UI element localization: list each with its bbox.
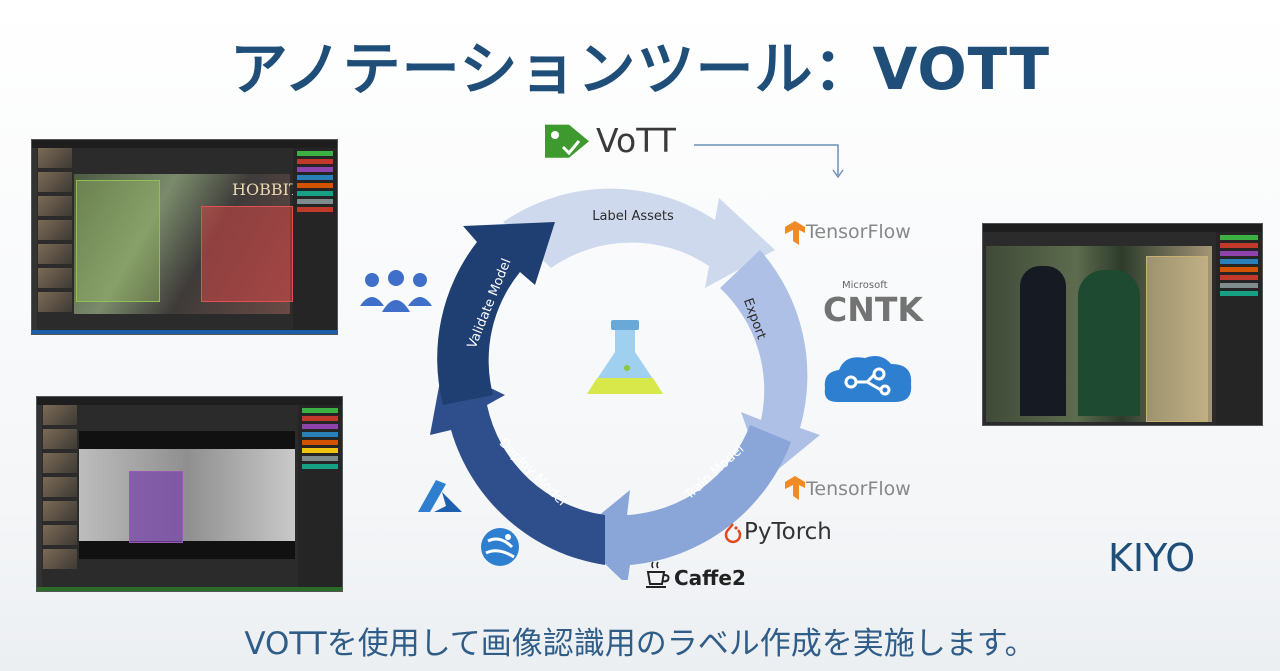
tensorflow-icon (785, 476, 805, 500)
caption-text: VOTTを使用して画像認識用のラベル作成を実施します。 (244, 626, 1036, 662)
cycle-label-label-assets: Label Assets (592, 209, 674, 224)
author-name: KIYO (1108, 536, 1196, 580)
tensorflow-logo-text-1: TensorFlow (806, 221, 911, 243)
pytorch-icon (724, 523, 742, 544)
cycle-step-train-model (575, 425, 791, 580)
flask-icon (587, 320, 663, 394)
ml-lifecycle-diagram: Label Assets Export Train Model Deploy M… (430, 188, 820, 580)
cycle-step-label-assets (503, 188, 775, 288)
cycle-step-export (720, 250, 820, 480)
tensorflow-icon (785, 221, 805, 245)
tensorflow-logo-text-2: TensorFlow (806, 478, 911, 500)
caffe2-logo-text: Caffe2 (674, 566, 746, 590)
people-group-icon (360, 270, 432, 312)
web-app-icon (481, 528, 519, 566)
vott-screenshot-harrypotter (982, 223, 1263, 426)
page-title: アノテーションツール：VOTT (229, 35, 1051, 103)
vott-tag-icon (545, 124, 589, 158)
azure-icon (418, 480, 462, 512)
vott-screenshot-purple (36, 396, 343, 592)
vott-logo-text: VoTT (596, 121, 676, 160)
vott-export-arrow (694, 144, 844, 179)
pytorch-logo-text: PyTorch (744, 519, 832, 545)
cycle-step-validate-model (437, 222, 555, 405)
microsoft-logo-text: Microsoft (842, 280, 888, 291)
cognitive-services-icon (824, 356, 912, 402)
cntk-logo-text: CNTK (823, 290, 923, 329)
cycle-step-deploy-model (430, 365, 605, 565)
caffe2-cup-icon (646, 561, 670, 588)
vott-screenshot-hobbit: HOBBIT (31, 139, 338, 335)
hobbit-title-text: HOBBIT (232, 180, 300, 199)
